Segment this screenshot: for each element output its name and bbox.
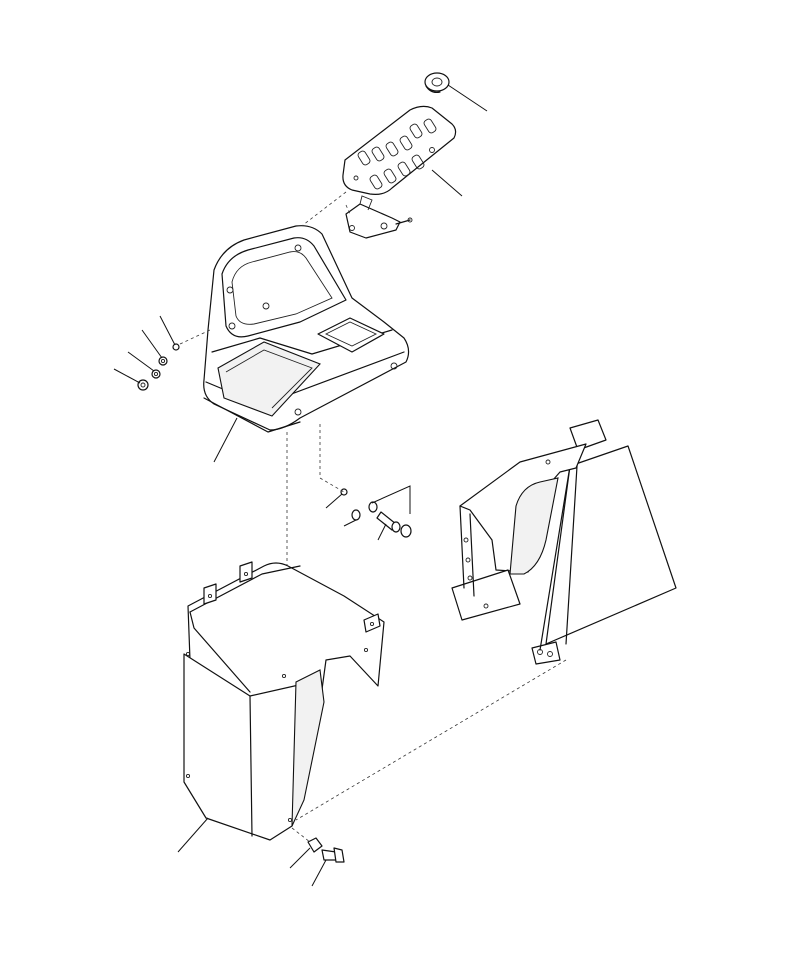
leader-cap: [447, 84, 488, 112]
leader-bolt-1: [325, 493, 343, 509]
guide-line-7: [295, 659, 567, 821]
guide-line-3: [179, 329, 211, 345]
guide-line-2: [345, 204, 351, 215]
bottom-bolt-group: [307, 837, 345, 863]
switch-bracket-part: [345, 195, 413, 239]
leader-bottom-nut: [289, 847, 311, 869]
mount-nuts-left: [137, 343, 180, 391]
guide-line-1: [302, 191, 347, 226]
guide-line-5: [319, 477, 345, 493]
bolt-washer-group: [340, 488, 412, 538]
leader-bolt-4: [371, 485, 411, 514]
leader-nut-4: [113, 368, 141, 384]
dash-top-cover-part: [203, 225, 410, 433]
leader-bolt-2: [343, 519, 357, 527]
leader-bolt-3: [377, 523, 387, 541]
leader-nut-1: [159, 315, 176, 346]
leader-dash-cover: [213, 417, 238, 463]
support-frame-part: [451, 419, 677, 665]
leader-nut-3: [127, 351, 155, 372]
cap-part: [424, 72, 450, 93]
leader-nut-2: [141, 329, 163, 359]
leader-bottom-bolt: [311, 859, 327, 887]
guide-line-8: [291, 827, 311, 843]
leader-lower-cover: [177, 817, 209, 853]
switch-panel-part: [342, 105, 457, 195]
lower-console-cover-part: [183, 561, 385, 841]
leader-switch-panel: [431, 169, 463, 197]
